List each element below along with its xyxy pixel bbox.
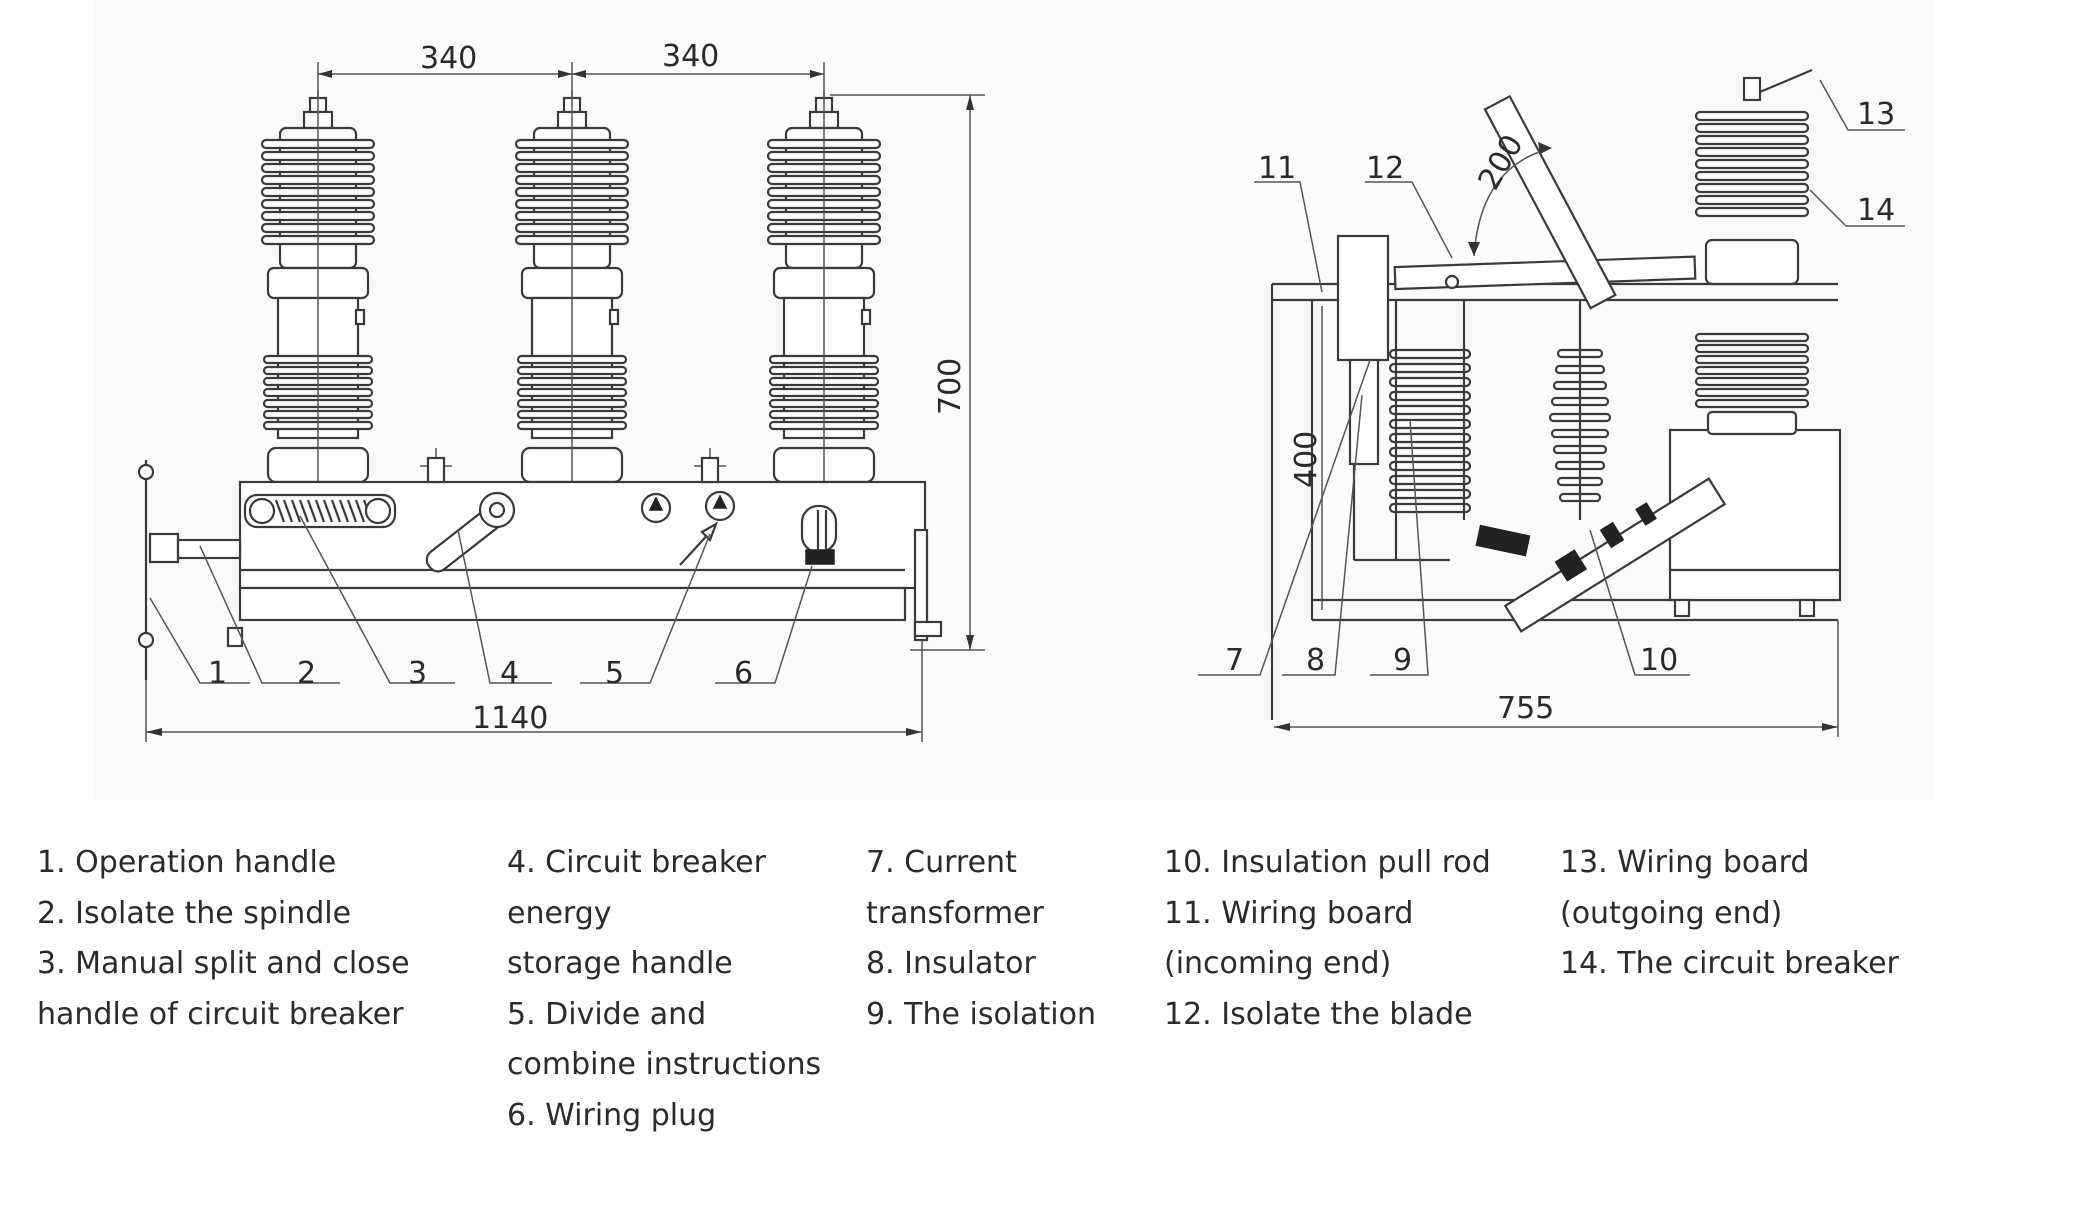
legend-line: 1. Operation handle xyxy=(37,845,337,880)
legend-line: 3. Manual split and close xyxy=(37,946,410,981)
legend-line: 6. Wiring plug xyxy=(507,1097,717,1133)
legend-line: 7. Current xyxy=(866,845,1017,880)
legend-line: transformer xyxy=(866,895,1044,931)
dim-side-height: 400 xyxy=(1289,431,1324,488)
callout-12: 12 xyxy=(1366,151,1404,186)
pole-1 xyxy=(260,90,376,500)
insulation-pull-rod xyxy=(1503,477,1727,633)
pole-2 xyxy=(514,90,630,500)
legend-line: 14. The circuit breaker xyxy=(1560,946,1899,981)
pole-3 xyxy=(766,90,882,500)
open-blade xyxy=(1483,94,1617,310)
technical-drawing: 340 340 xyxy=(95,0,1935,800)
legend-line: 5. Divide and xyxy=(507,996,707,1032)
legend-line: 12. Isolate the blade xyxy=(1164,996,1473,1032)
dim-left-span-b: 340 xyxy=(662,39,719,74)
callout-2: 2 xyxy=(297,656,316,691)
callout-6: 6 xyxy=(734,656,753,691)
callout-8: 8 xyxy=(1306,643,1325,678)
legend-line: 8. Insulator xyxy=(866,946,1036,981)
legend-line: 10. Insulation pull rod xyxy=(1164,845,1491,880)
callout-14: 14 xyxy=(1857,193,1895,228)
legend-line: 13. Wiring board xyxy=(1560,845,1810,880)
legend-line: storage handle xyxy=(507,946,733,981)
legend-line: (incoming end) xyxy=(1164,946,1392,981)
callout-9: 9 xyxy=(1393,643,1412,678)
callout-4: 4 xyxy=(500,656,519,691)
dim-left-span-a: 340 xyxy=(420,41,477,76)
dim-width-front: 1140 xyxy=(472,701,548,736)
legend: 1. Operation handle 2. Isolate the spind… xyxy=(0,838,2079,1168)
legend-column-2: 4. Circuit breaker energy storage handle… xyxy=(507,838,821,1141)
incoming-wiring-board xyxy=(1336,234,1390,362)
legend-line: (outgoing end) xyxy=(1560,895,1783,931)
isolation-blade xyxy=(1393,255,1697,291)
legend-line: 9. The isolation xyxy=(866,996,1096,1032)
callout-11: 11 xyxy=(1258,151,1296,186)
legend-column-1: 1. Operation handle 2. Isolate the spind… xyxy=(37,838,410,1040)
callout-10: 10 xyxy=(1640,643,1678,678)
legend-column-3: 7. Current transformer 8. Insulator 9. T… xyxy=(866,838,1096,1040)
callout-5: 5 xyxy=(605,656,624,691)
breaker-box xyxy=(1668,428,1842,602)
front-view: 340 340 xyxy=(137,39,985,742)
legend-column-4: 10. Insulation pull rod 11. Wiring board… xyxy=(1164,838,1491,1040)
dim-width-side: 755 xyxy=(1497,691,1554,726)
legend-line: 2. Isolate the spindle xyxy=(37,895,352,931)
callout-13: 13 xyxy=(1857,97,1895,132)
legend-line: energy xyxy=(507,895,612,931)
legend-line: handle of circuit breaker xyxy=(37,996,404,1032)
drawing-background xyxy=(95,0,1935,800)
callout-3: 3 xyxy=(408,656,427,691)
dim-height: 700 xyxy=(933,358,968,415)
legend-line: combine instructions xyxy=(507,1047,822,1082)
side-view: 200 400 755 7 8 9 10 xyxy=(1198,68,1905,737)
callout-1: 1 xyxy=(208,656,227,691)
legend-column-5: 13. Wiring board (outgoing end) 14. The … xyxy=(1560,838,1899,990)
legend-line: 11. Wiring board xyxy=(1164,895,1414,931)
housing-base xyxy=(238,586,907,622)
callout-7: 7 xyxy=(1225,643,1244,678)
legend-line: 4. Circuit breaker xyxy=(507,845,766,880)
